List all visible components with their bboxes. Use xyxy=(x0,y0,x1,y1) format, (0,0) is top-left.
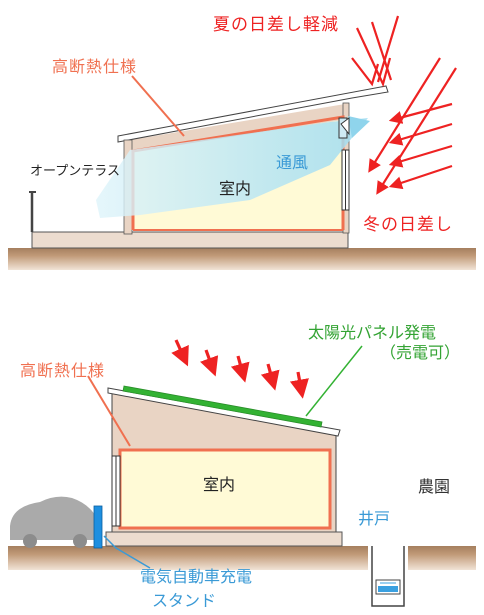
ventilation-label: 通風 xyxy=(276,153,308,172)
solar-label: 太陽光パネル発電 xyxy=(308,323,436,342)
bottom-diagram: 太陽光パネル発電 （売電可） 高断熱仕様 室内 農園 井戸 電気自動車充電 スタ… xyxy=(8,323,476,612)
top-roof-band xyxy=(130,104,345,150)
top-insulation-leader xyxy=(131,75,185,137)
top-insulation-label: 高断熱仕様 xyxy=(52,57,137,76)
bottom-interior xyxy=(118,448,332,530)
solar-note-label: （売電可） xyxy=(380,343,460,362)
solar-sun-arrows xyxy=(171,339,309,399)
ev-leader xyxy=(103,535,151,569)
farm-label: 農園 xyxy=(418,477,450,496)
winter-sun-label: 冬の日差し xyxy=(363,215,453,235)
top-diagram: 夏の日差し軽減 高断熱仕様 オープンテラス 通風 室内 冬の日差し xyxy=(8,15,476,270)
terrace-label: オープンテラス xyxy=(30,164,120,179)
winter-sun-diagonals xyxy=(368,57,457,195)
ventilation-flow xyxy=(96,118,368,218)
winter-sun-arrows xyxy=(388,102,453,190)
bottom-insulation-leader xyxy=(87,375,131,447)
ev-label-line1: 電気自動車充電 xyxy=(140,567,252,586)
solar-panel xyxy=(122,385,323,428)
top-ground xyxy=(8,248,476,270)
ventilation-arrowhead xyxy=(348,116,370,138)
bottom-window-left xyxy=(111,455,121,527)
top-roof xyxy=(117,85,389,143)
top-room-label: 室内 xyxy=(219,179,251,198)
top-window-right xyxy=(341,149,350,211)
electric-car-icon xyxy=(10,496,100,548)
ev-label-line2: スタンド xyxy=(152,591,216,610)
ev-charging-stand xyxy=(93,505,103,549)
bottom-insulation-label: 高断熱仕様 xyxy=(20,361,105,380)
bottom-room-label: 室内 xyxy=(203,475,235,494)
vent-window-icon xyxy=(338,117,350,139)
summer-sun-label: 夏の日差し軽減 xyxy=(213,15,339,35)
top-foundation xyxy=(31,231,349,249)
well-label: 井戸 xyxy=(358,509,390,528)
summer-sun-arrows xyxy=(351,15,400,88)
bottom-foundation xyxy=(105,531,343,547)
solar-leader xyxy=(305,345,363,417)
well xyxy=(368,546,408,612)
